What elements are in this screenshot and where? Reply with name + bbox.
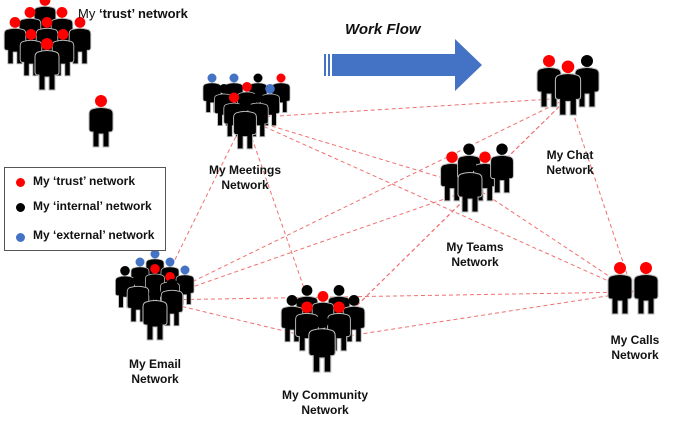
trust-head-icon bbox=[150, 264, 160, 274]
trust-head-icon bbox=[614, 262, 626, 274]
trust-head-icon bbox=[95, 95, 107, 107]
trust-head-icon bbox=[57, 28, 69, 40]
internal-head-icon bbox=[333, 285, 345, 296]
external-head-icon bbox=[265, 84, 275, 94]
internal-head-icon bbox=[149, 288, 161, 300]
people-group-calls bbox=[607, 262, 659, 315]
trust-head-icon bbox=[41, 16, 53, 28]
person-icon bbox=[554, 60, 582, 116]
person-icon bbox=[233, 99, 257, 150]
trust-head-icon bbox=[276, 73, 286, 83]
people-group-chat bbox=[536, 55, 600, 116]
person-icon bbox=[68, 16, 92, 65]
internal-head-icon bbox=[463, 143, 475, 155]
connection-meetings-calls bbox=[244, 117, 634, 293]
trust-title-bold: ‘trust’ network bbox=[98, 6, 188, 21]
connection-email-teams bbox=[154, 187, 477, 301]
person-icon bbox=[457, 160, 483, 213]
person-icon bbox=[607, 262, 633, 315]
trust-head-icon bbox=[24, 6, 36, 18]
person-icon bbox=[142, 288, 168, 341]
internal-head-icon bbox=[464, 160, 476, 172]
trust-head-icon bbox=[9, 16, 21, 28]
red-dot-icon bbox=[16, 178, 25, 187]
legend: My ‘trust’ network My ‘internal’ network… bbox=[4, 167, 166, 251]
external-head-icon bbox=[180, 265, 190, 275]
person-icon bbox=[88, 95, 114, 148]
external-head-icon bbox=[165, 257, 175, 267]
internal-head-icon bbox=[253, 73, 263, 83]
internal-head-icon bbox=[166, 279, 178, 290]
black-dot-icon bbox=[16, 203, 25, 212]
blue-dot-icon bbox=[16, 233, 25, 242]
people-group-teams bbox=[440, 143, 514, 213]
trust-head-icon bbox=[301, 301, 313, 313]
connection-community-calls bbox=[321, 291, 634, 341]
internal-head-icon bbox=[132, 275, 144, 286]
trust-head-icon bbox=[39, 0, 51, 6]
trust-head-icon bbox=[74, 16, 86, 28]
people-group-meetings bbox=[202, 73, 291, 150]
internal-head-icon bbox=[219, 84, 229, 94]
workflow-arrow bbox=[324, 39, 482, 91]
connection-lines bbox=[154, 97, 634, 341]
person-icon bbox=[308, 315, 336, 373]
trust-head-icon bbox=[56, 6, 68, 18]
external-head-icon bbox=[150, 249, 160, 259]
people-group-single bbox=[88, 95, 114, 148]
external-head-icon bbox=[135, 257, 145, 267]
trust-head-icon bbox=[640, 262, 652, 274]
trust-head-icon bbox=[25, 28, 37, 40]
internal-head-icon bbox=[120, 266, 130, 276]
internal-head-icon bbox=[286, 295, 298, 306]
trust-head-icon bbox=[543, 55, 555, 67]
internal-head-icon bbox=[315, 315, 329, 329]
trust-head-icon bbox=[317, 291, 329, 302]
connection-chat-calls bbox=[567, 97, 634, 293]
internal-head-icon bbox=[252, 92, 264, 103]
person-icon bbox=[633, 262, 659, 315]
trust-title-prefix: My bbox=[78, 6, 96, 21]
external-head-icon bbox=[229, 73, 239, 83]
trust-head-icon bbox=[41, 38, 53, 50]
internal-head-icon bbox=[301, 285, 313, 296]
person-icon bbox=[34, 38, 60, 91]
trust-head-icon bbox=[333, 301, 345, 313]
people-group-community bbox=[280, 285, 366, 373]
person-icon bbox=[490, 143, 514, 194]
connection-meetings-chat bbox=[244, 97, 569, 119]
connection-meetings-teams bbox=[244, 117, 477, 189]
trust-head-icon bbox=[228, 92, 240, 103]
internal-head-icon bbox=[496, 143, 508, 155]
internal-head-icon bbox=[581, 55, 593, 67]
people-group-trust bbox=[3, 0, 92, 91]
workflow-label: Work Flow bbox=[345, 21, 421, 38]
trust-head-icon bbox=[242, 82, 252, 92]
internal-head-icon bbox=[348, 295, 360, 306]
trust-head-icon bbox=[561, 60, 575, 74]
external-head-icon bbox=[207, 73, 217, 83]
people-group-email bbox=[114, 249, 195, 341]
trust-network-title: My ‘trust’ network bbox=[78, 6, 188, 21]
connection-email-calls bbox=[154, 291, 634, 301]
connection-teams-calls bbox=[475, 187, 634, 293]
trust-head-icon bbox=[446, 151, 458, 163]
connection-community-chat bbox=[321, 97, 569, 341]
internal-head-icon bbox=[239, 99, 251, 111]
trust-head-icon bbox=[479, 151, 491, 163]
